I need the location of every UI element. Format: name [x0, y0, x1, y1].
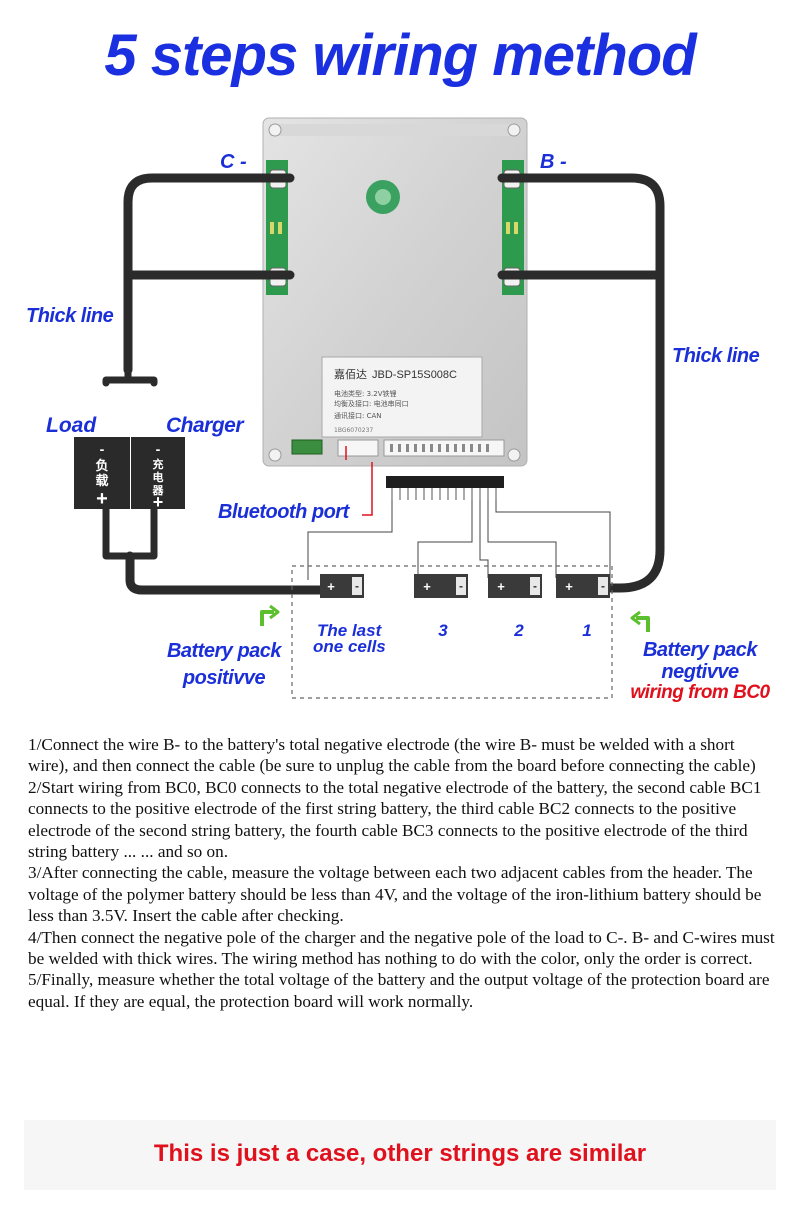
- battery-negative-label-1: Battery pack: [643, 639, 758, 661]
- charger-box: - 充 电 器 +: [131, 437, 185, 512]
- charger-char-2: 电: [153, 470, 164, 484]
- load-char-1: 负: [95, 458, 108, 474]
- last-cells-label-1: The last: [317, 621, 383, 640]
- page-title: 5 steps wiring method: [104, 23, 696, 88]
- battery-3-plus: +: [423, 579, 431, 594]
- thick-line-left-label: Thick line: [26, 305, 114, 327]
- bluetooth-port-label: Bluetooth port: [218, 501, 351, 523]
- step-1: 1/Connect the wire B- to the battery's t…: [28, 735, 756, 776]
- battery-pack-outline: [291, 565, 613, 699]
- balance-header: [386, 476, 504, 500]
- wiring-from-bc0-label: wiring from BC0: [630, 682, 770, 703]
- charger-char-1: 充: [153, 457, 164, 471]
- battery-last-cell: + -: [320, 574, 364, 598]
- load-char-2: 载: [95, 473, 108, 489]
- battery-3-minus: -: [459, 579, 463, 593]
- thick-line-right-label: Thick line: [672, 345, 760, 367]
- battery-2-minus: -: [533, 579, 537, 593]
- battery-positive-label-2: positivve: [182, 667, 266, 689]
- arrow-icon: [630, 610, 650, 632]
- board-serial: 1BG6070237: [334, 427, 373, 434]
- cell-3-label: 3: [438, 621, 448, 640]
- load-box: - 负 载 +: [74, 437, 130, 510]
- step-3: 3/After connecting the cable, measure th…: [28, 863, 762, 926]
- balance-wires: [307, 500, 611, 588]
- cell-2-label: 2: [513, 621, 524, 640]
- load-label: Load: [46, 414, 97, 437]
- c-minus-label: C -: [220, 151, 247, 173]
- svg-text:嘉佰达: 嘉佰达: [334, 367, 367, 381]
- battery-last-minus: -: [355, 579, 359, 593]
- charger-minus: -: [156, 441, 161, 457]
- battery-positive-label-1: Battery pack: [167, 640, 282, 662]
- step-4: 4/Then connect the negative pole of the …: [28, 927, 775, 969]
- board-line-1: 电池类型: 3.2V铁锂: [334, 389, 397, 398]
- arrow-icon: [260, 604, 280, 626]
- battery-cell-2: + -: [488, 574, 542, 598]
- wiring-diagram: 嘉佰达 JBD-SP15S008C 电池类型: 3.2V铁锂 均衡及接口: 电池…: [26, 117, 771, 703]
- load-plus: +: [96, 488, 108, 510]
- battery-last-plus: +: [327, 579, 335, 594]
- board-line-3: 通讯接口: CAN: [334, 411, 382, 420]
- battery-cell-1: + -: [556, 574, 610, 598]
- cell-1-label: 1: [582, 621, 591, 640]
- b-minus-label: B -: [540, 151, 567, 173]
- last-cells-label-2: one cells: [313, 637, 386, 656]
- instruction-steps: 1/Connect the wire B- to the battery's t…: [28, 734, 778, 1012]
- charger-char-3: 器: [152, 484, 165, 497]
- footer-band: [24, 1120, 776, 1190]
- charger-plus: +: [153, 492, 164, 512]
- battery-negative-label-2: negtivve: [661, 661, 739, 683]
- battery-cells: + - + - + - + -: [320, 574, 610, 598]
- thick-wires: [102, 173, 665, 595]
- bluetooth-leader-line: [362, 462, 373, 516]
- battery-1-plus: +: [565, 579, 573, 594]
- battery-1-minus: -: [601, 579, 605, 593]
- protection-board: 嘉佰达 JBD-SP15S008C 电池类型: 3.2V铁锂 均衡及接口: 电池…: [262, 117, 528, 467]
- board-model: JBD-SP15S008C: [372, 369, 457, 381]
- footer-note: This is just a case, other strings are s…: [153, 1140, 647, 1167]
- board-brand: 嘉佰达: [334, 367, 367, 381]
- battery-cell-3: + -: [414, 574, 468, 598]
- board-line-2: 均衡及接口: 电池串同口: [334, 399, 409, 408]
- step-2: 2/Start wiring from BC0, BC0 connects to…: [28, 777, 762, 862]
- charger-label: Charger: [166, 414, 245, 437]
- battery-2-plus: +: [497, 579, 505, 594]
- load-minus: -: [100, 441, 105, 457]
- step-5: 5/Finally, measure whether the total vol…: [28, 970, 770, 1011]
